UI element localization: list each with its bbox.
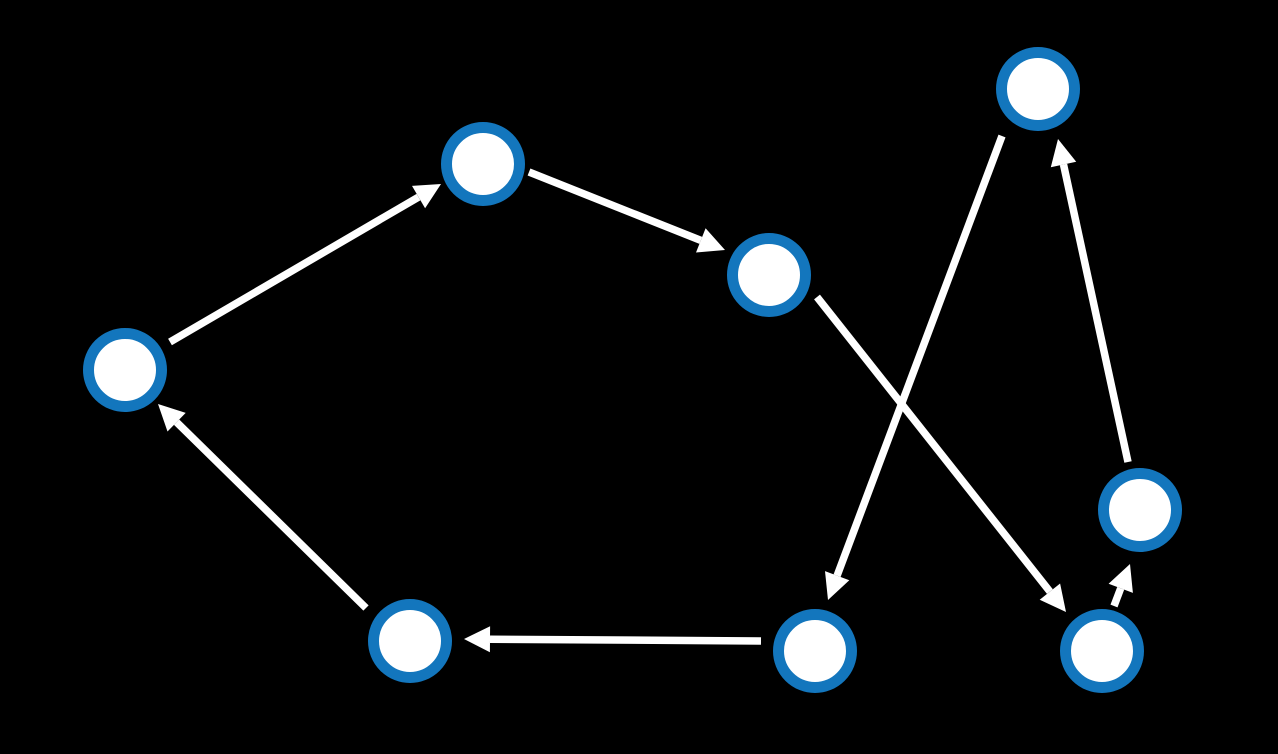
graph-edge-g-f [489, 635, 762, 645]
graph-edge-h-e [1110, 586, 1125, 608]
arrowhead-icon-c-h [1039, 583, 1066, 612]
graph-node-left [83, 328, 167, 412]
arrowhead-icon-e-a [1050, 139, 1077, 168]
graph-node-upper-left [441, 122, 525, 206]
arrowhead-icon-g-f [464, 626, 491, 653]
graph-node-bottom-right [1060, 609, 1144, 693]
arrowhead-icon-a-g [825, 571, 850, 600]
graph-node-bottom-middle [773, 609, 857, 693]
arrowhead-icon-d-b [412, 184, 441, 209]
graph-node-top-right [996, 47, 1080, 131]
graph-node-bottom-left [368, 599, 452, 683]
arrowhead-icon-f-d [158, 404, 186, 432]
graph-edge-c-h [814, 294, 1053, 594]
arrowhead-icon-h-e [1108, 564, 1133, 593]
arrowhead-icon-b-c [696, 228, 725, 253]
graph-edge-a-g [833, 134, 1006, 578]
graph-node-middle [727, 233, 811, 317]
graph-edge-b-c [527, 168, 703, 244]
graph-edge-d-b [168, 193, 421, 346]
graph-node-right [1098, 468, 1182, 552]
graph-edge-e-a [1059, 163, 1132, 463]
graph-edge-f-d [173, 419, 369, 611]
